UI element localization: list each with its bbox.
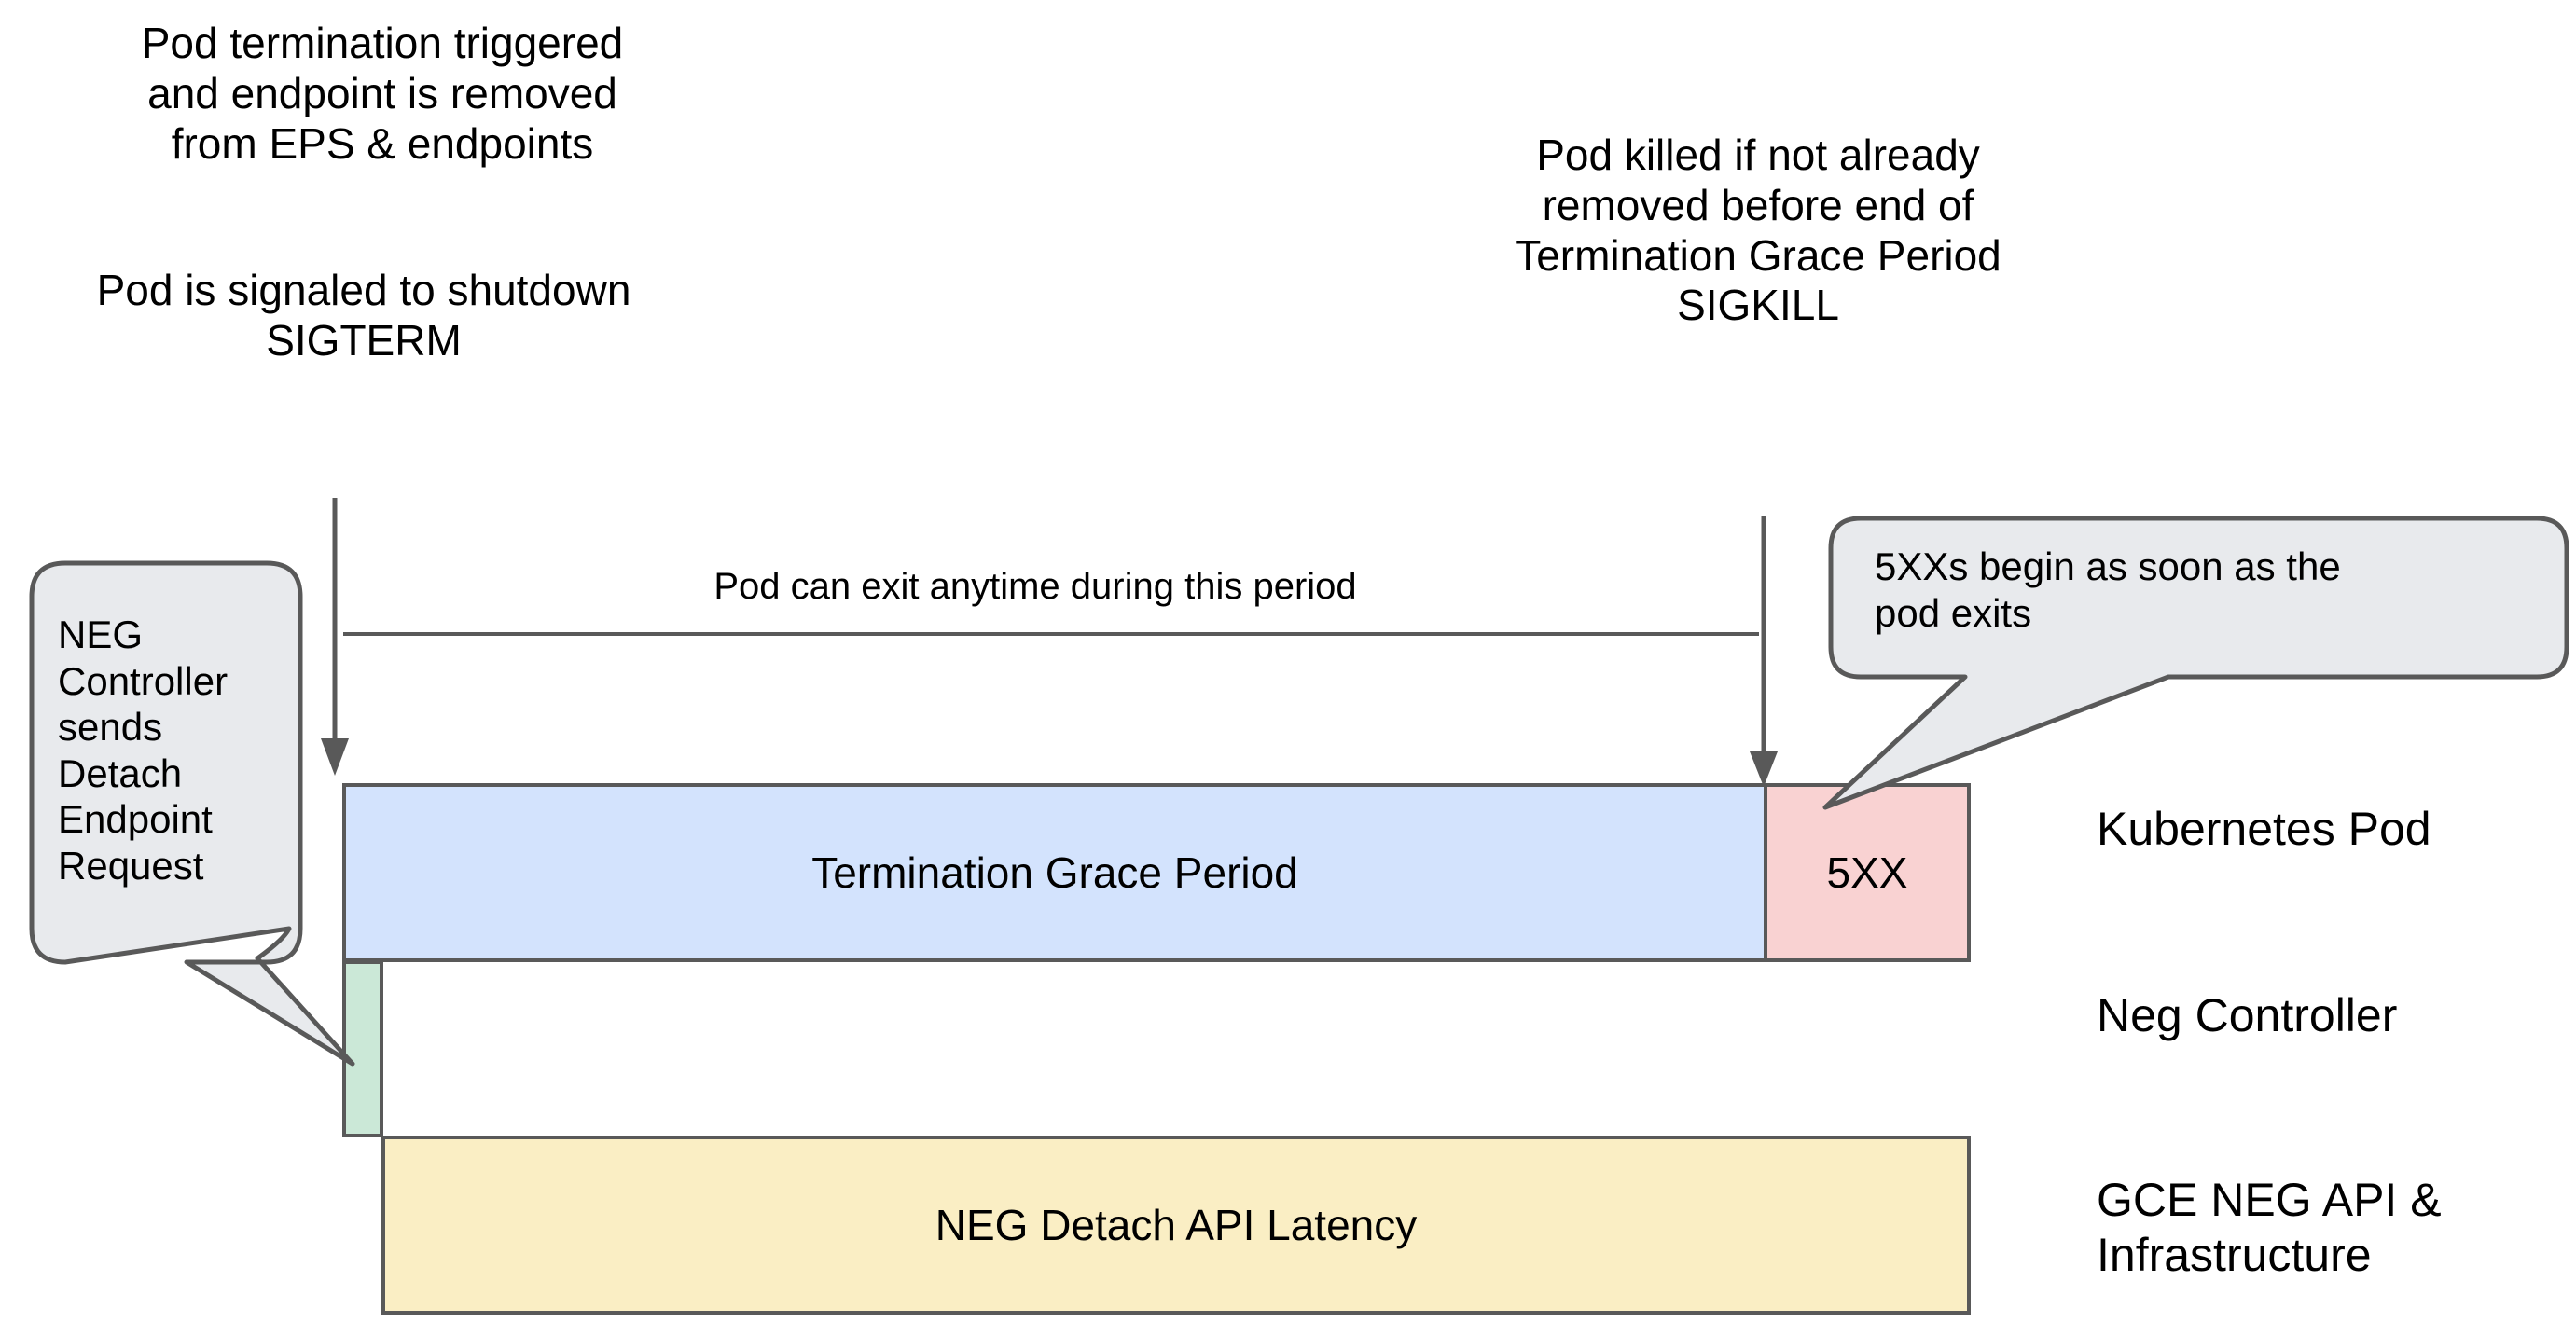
lane-label-gce-neg-api-infrastructure: GCE NEG API & Infrastructure [2097,1174,2442,1281]
timeline-period-caption: Pod can exit anytime during this period [713,566,1357,607]
bar-neg-detach-api-latency: NEG Detach API Latency [381,1136,1971,1315]
callout-text-5xx-begin: 5XXs begin as soon as the pod exits [1875,544,2341,635]
timeline-start-marker-arrow-icon [321,498,349,776]
note-pod-termination-triggered: Pod termination triggered and endpoint i… [141,19,624,168]
lane-label-kubernetes-pod: Kubernetes Pod [2097,803,2431,855]
bar-termination-grace-period: Termination Grace Period [342,783,1767,962]
callout-bubble-5xx-begin [1822,516,2569,810]
bar-5xx: 5XX [1764,783,1971,962]
note-pod-signaled-sigterm: Pod is signaled to shutdown SIGTERM [96,266,631,365]
bar-neg-controller-detach [342,960,383,1137]
callout-bubble-neg-controller [29,560,355,1067]
callout-text-neg-controller: NEG Controller sends Detach Endpoint Req… [58,613,229,888]
timeline-period-rule [343,632,1759,636]
note-pod-killed-sigkill: Pod killed if not already removed before… [1515,131,2001,330]
timeline-end-marker-arrow-icon [1750,516,1778,787]
lane-label-neg-controller: Neg Controller [2097,989,2398,1041]
